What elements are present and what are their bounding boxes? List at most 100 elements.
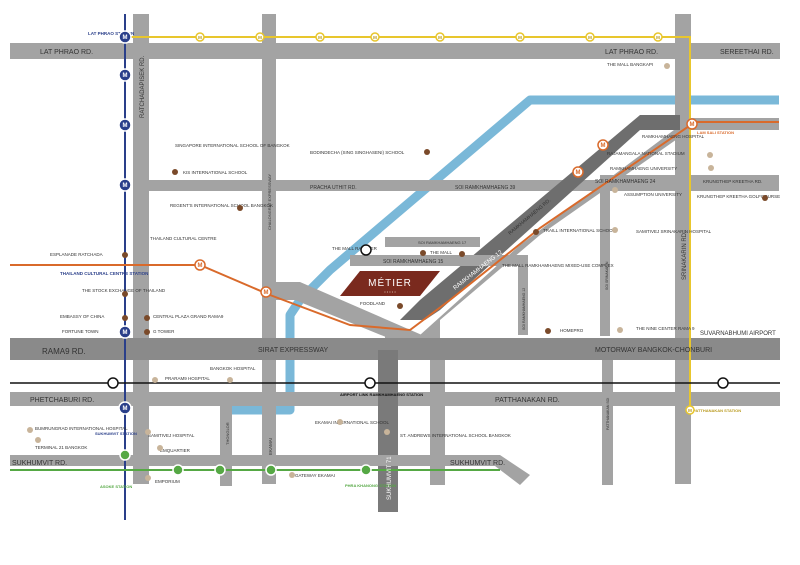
yellow-line: [125, 36, 691, 410]
place-label-samitivej-srinakarin: SAMITIVEJ SRINAKARIN HOSPITAL: [636, 229, 712, 234]
road-label-rama9: RAMA9 RD.: [42, 347, 86, 356]
mrt-station-marker-5: M: [118, 325, 132, 339]
mrt-icon: M: [690, 122, 695, 128]
airport-link-marker-3: [717, 377, 729, 389]
soi-17: [385, 237, 480, 247]
place-label-esplanade: ESPLANADE RATCHADA: [50, 252, 103, 257]
place-label-terminal21: TERMINAL 21 BANGKOK: [35, 445, 87, 450]
road-label-sukhumvit-71: SUKHUMVIT 71: [387, 456, 393, 500]
road-label-patthanakan: PATTHANAKAN RD.: [495, 397, 560, 404]
pracha-uthit-road: [149, 180, 779, 191]
poi-marker-1: [424, 149, 430, 155]
road-label-soi-12: SOI RAMKHAMHAENG 12: [522, 288, 526, 330]
place-label-ramkhamhaeng-hospital: RAMKHAMHAENG HOSPITAL: [642, 134, 705, 139]
poi-marker-8: [144, 329, 150, 335]
airport-link-marker-2: [364, 377, 376, 389]
yellow-line-marker-7: M: [585, 32, 595, 42]
place-label-traill: TRAILL INTERNATIONAL SCHOOL: [543, 228, 616, 233]
mrt-icon: M: [123, 330, 128, 336]
asoke-station-marker: [119, 449, 131, 461]
place-label-assumption: ASSUMPTION UNIVERSITY: [624, 192, 682, 197]
yellow-line-marker-1: M: [195, 32, 205, 42]
srinakarin-soi: [600, 186, 610, 336]
place-label-regents: REGENT'S INTERNATIONAL SCHOOL BANGKOK: [170, 203, 273, 208]
yellow-line-marker-2: M: [255, 32, 265, 42]
mrt-icon: M: [123, 35, 128, 41]
soi-12: [518, 255, 528, 335]
orange-line: [10, 121, 779, 332]
place-label-bodindecha: BODINDECHA (SING SINGHASENI) SCHOOL: [310, 150, 405, 155]
poi-light-marker-15: [145, 475, 151, 481]
road-label-sirat: SIRAT EXPRESSWAY: [258, 347, 328, 354]
place-label-samitivej: SAMITIVEJ HOSPITAL: [148, 433, 195, 438]
place-label-fortune-town: FORTUNE TOWN: [62, 329, 99, 334]
place-label-mall-ram-complex: THE MALL RAMKHAMHAENG MIXED-USE COMPLEX: [502, 263, 614, 268]
chalongrat-expressway: [262, 14, 276, 484]
ratchadapisek-road: [133, 14, 149, 484]
mrt-icon: M: [688, 408, 692, 413]
road-label-sukhumvit-right: SUKHUMVIT RD.: [450, 460, 505, 467]
orange-line-marker-1: M: [194, 259, 206, 271]
mrt-icon: M: [198, 263, 203, 269]
poi-marker-12: [533, 229, 539, 235]
mrt-icon: M: [123, 406, 128, 412]
road-label-phetchaburi: PHETCHABURI RD.: [30, 397, 94, 404]
poi-light-marker-1: [664, 63, 670, 69]
bts-station-marker-4: [360, 464, 372, 476]
lat-phrao-road: [10, 43, 780, 59]
place-label-the-mall: THE MALL: [430, 250, 453, 255]
poi-light-marker-13: [35, 437, 41, 443]
mrt-icon: M: [123, 123, 128, 129]
place-label-rajamangala: RAJAMANGALA NATIONAL STADIUM: [607, 151, 685, 156]
road-label-lat-phrao: LAT PHRAO RD.: [40, 49, 93, 56]
sukhumvit-road: [10, 455, 530, 485]
poi-marker-10: [459, 251, 465, 257]
station-label-airport-link: AIRPORT LINK RAMKHAMHAENG STATION: [340, 392, 423, 397]
poi-light-marker-12: [145, 429, 151, 435]
orange-line-marker-4: M: [597, 139, 609, 151]
yellow-line-marker-3: M: [315, 32, 325, 42]
place-label-emporium: EMPORIUM: [155, 479, 180, 484]
poi-marker-4: [122, 252, 128, 258]
mrt-icon: M: [198, 35, 202, 40]
road-label-suvarnabhumi: SUVARNABHUMI AIRPORT: [700, 331, 776, 337]
poi-light-marker-10: [384, 429, 390, 435]
bts-station-marker-2: [214, 464, 226, 476]
poi-marker-7: [144, 315, 150, 321]
yellow-line-marker-8: M: [653, 32, 663, 42]
poi-marker-9: [420, 250, 426, 256]
mall-pier-marker: [360, 244, 372, 256]
place-label-homepro: HOMEPRO: [560, 328, 584, 333]
mrt-station-marker-2: M: [118, 68, 132, 82]
poi-marker-6: [122, 315, 128, 321]
patthanakan-soi: [602, 360, 613, 485]
airport-link-marker-1: [107, 377, 119, 389]
poi-light-marker-8: [227, 377, 233, 383]
road-label-sukhumvit: SUKHUMVIT RD.: [12, 460, 67, 467]
place-label-nine-centre: THE NINE CENTER RAMA 9: [636, 326, 695, 331]
orange-line-marker-2: M: [260, 286, 272, 298]
poi-marker-11: [397, 303, 403, 309]
mrt-station-marker-3: M: [118, 118, 132, 132]
project-badge: [340, 271, 440, 296]
rama9-road: [10, 338, 780, 360]
orange-line-marker-3: M: [572, 166, 584, 178]
poi-light-marker-6: [617, 327, 623, 333]
mrt-icon: M: [264, 290, 269, 296]
station-label-thailand-cultural: THAILAND CULTURAL CENTRE STATION: [60, 271, 148, 276]
road-label-soi-24: SOI RAMKHAMHAENG 24: [595, 179, 656, 185]
place-label-embassy-china: EMBASSY OF CHINA: [60, 314, 104, 319]
station-label-lam-sali: LAM SALI STATION: [697, 130, 734, 135]
place-label-gateway: GATEWAY EKAMAI: [295, 473, 335, 478]
road-label-chalongrat: CHALONGRAT EXPRESSWAY: [267, 174, 272, 230]
mrt-icon: M: [123, 73, 128, 79]
poi-light-marker-3: [708, 165, 714, 171]
project-name: MÉTIER: [368, 276, 412, 289]
mrt-icon: M: [373, 35, 377, 40]
place-label-emquartier: EMQUARTIER: [160, 448, 191, 453]
place-label-stock-exchange: THE STOCK EXCHANGE OF THAILAND: [82, 288, 166, 293]
mrt-icon: M: [576, 170, 581, 176]
place-label-thailand-cultural: THAILAND CULTURAL CENTRE: [150, 236, 217, 241]
